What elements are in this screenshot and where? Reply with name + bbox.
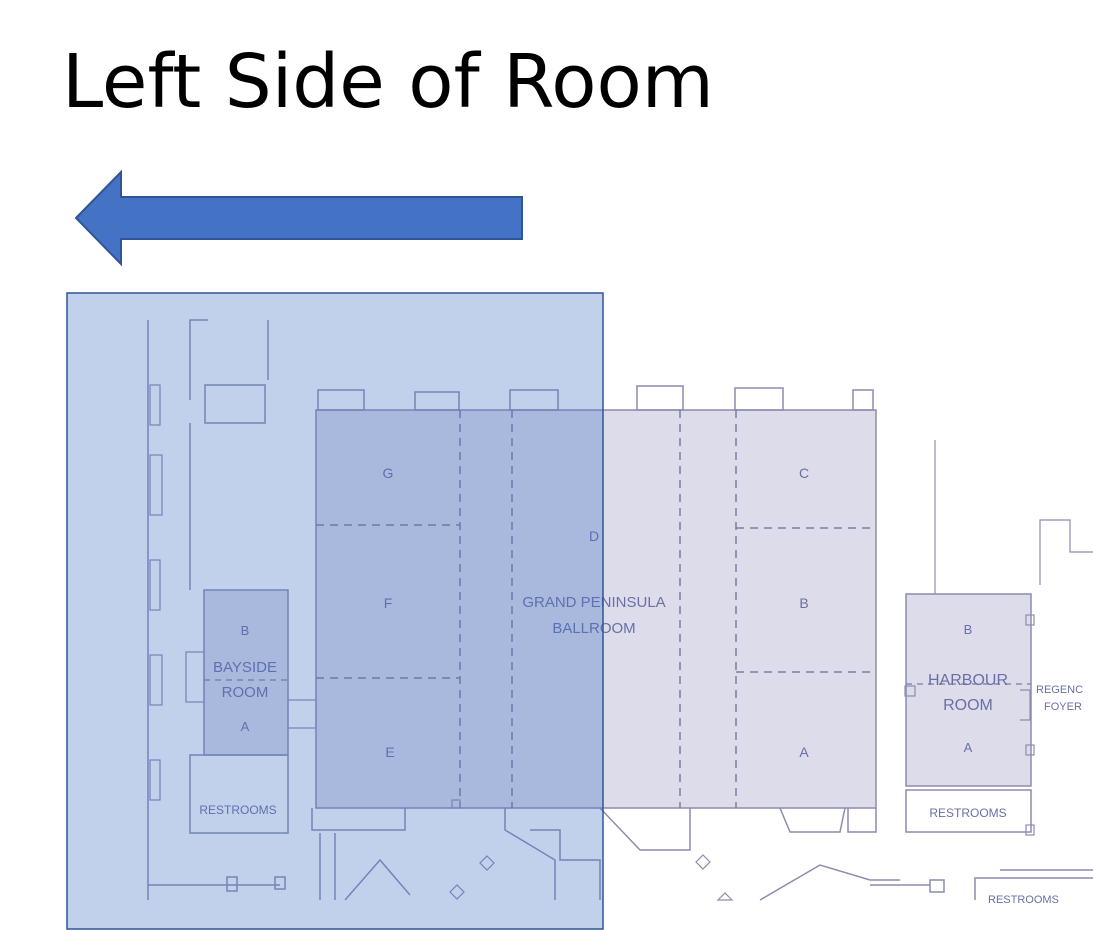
ballroom-section-b: B <box>799 595 808 611</box>
ballroom-name-line1: GRAND PENINSULA <box>522 594 665 611</box>
left-side-highlight <box>66 292 604 930</box>
harbour-section-b: B <box>964 622 973 637</box>
bayside-room-floor <box>203 589 289 756</box>
bayside-section-b: B <box>241 623 250 638</box>
slide-title: Left Side of Room <box>62 39 714 125</box>
bayside-name-line1: BAYSIDE <box>213 659 277 676</box>
ballroom-section-c: C <box>799 465 809 481</box>
ballroom-section-d: D <box>589 528 599 544</box>
ballroom-section-a: A <box>799 744 809 760</box>
ballroom-section-e: E <box>385 744 394 760</box>
left-arrow-icon <box>75 170 523 266</box>
ballroom-section-f: F <box>384 595 393 611</box>
ballroom-floor <box>315 409 877 809</box>
bayside-name-line2: ROOM <box>222 684 269 701</box>
harbour-section-a: A <box>964 740 973 755</box>
bayside-section-a: A <box>241 719 250 734</box>
harbour-name-line1: HARBOUR <box>928 672 1008 689</box>
ballroom-section-g: G <box>383 465 394 481</box>
ballroom-name-line2: BALLROOM <box>552 620 635 637</box>
restrooms-bottom-label: RESTROOMS <box>988 894 1059 906</box>
restrooms-left-label: RESTROOMS <box>199 803 276 817</box>
restrooms-right-label: RESTROOMS <box>929 806 1006 820</box>
harbour-room-floor <box>905 593 1032 787</box>
regency-foyer-line2: FOYER <box>1044 701 1082 713</box>
harbour-name-line2: ROOM <box>943 697 993 714</box>
regency-foyer-line1: REGENC <box>1036 684 1083 696</box>
